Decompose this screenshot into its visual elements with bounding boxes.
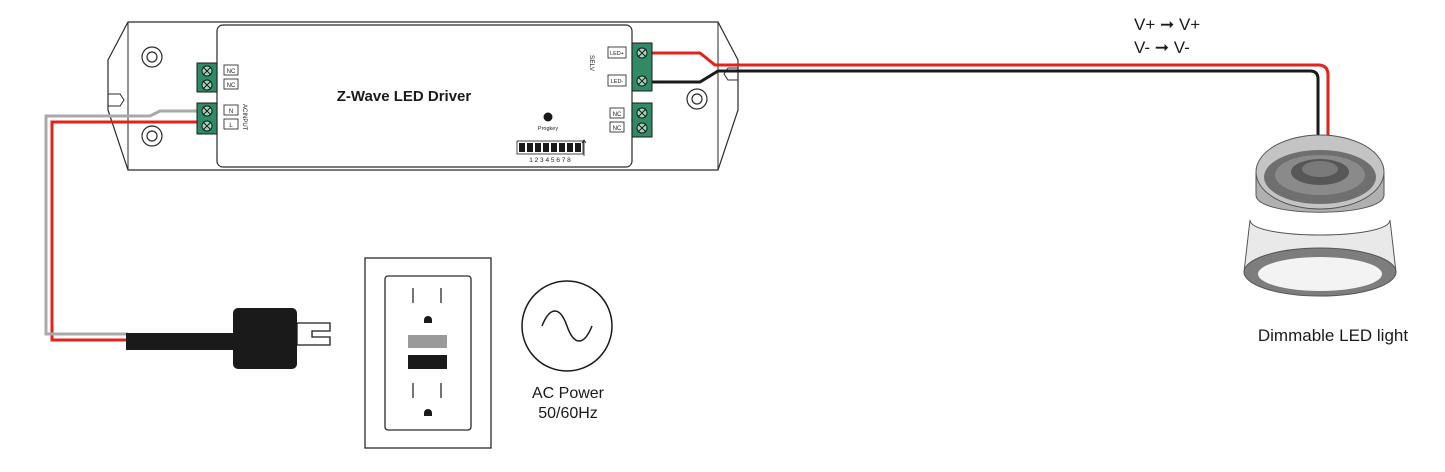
screw-icon bbox=[141, 125, 163, 147]
terminal-label-nc3: NC bbox=[613, 112, 622, 118]
screw-icon bbox=[141, 46, 163, 68]
ac-power-label: AC Power bbox=[532, 385, 605, 402]
left-terminal-block: NC NC N L ACINPUT bbox=[196, 62, 247, 135]
terminal-screw-icon bbox=[201, 65, 213, 77]
driver-panel bbox=[216, 24, 633, 168]
output-wires bbox=[650, 51, 1330, 140]
terminal-label-nc2: NC bbox=[227, 83, 236, 89]
led-light-label: Dimmable LED light bbox=[1258, 326, 1408, 345]
power-plug bbox=[126, 308, 331, 369]
screw-icon bbox=[686, 88, 708, 110]
ac-sine-icon bbox=[521, 280, 613, 372]
driver-housing bbox=[107, 21, 739, 171]
selv-label: SELV bbox=[588, 55, 595, 72]
terminal-screw-icon bbox=[201, 120, 213, 132]
dip-switch: 1 2 3 4 5 6 7 8 bbox=[516, 139, 587, 164]
terminal-label-n: N bbox=[229, 109, 233, 115]
ac-frequency-label: 50/60Hz bbox=[538, 405, 598, 422]
terminal-screw-icon bbox=[636, 122, 648, 134]
terminal-label-led-minus: LED- bbox=[611, 79, 624, 85]
terminal-screw-icon bbox=[201, 79, 213, 91]
v-plus-wire bbox=[650, 51, 1330, 140]
terminal-label-nc4: NC bbox=[613, 126, 622, 132]
ac-input-label: ACINPUT bbox=[241, 104, 247, 131]
right-terminal-block: LED+ LED- NC NC SELV bbox=[588, 42, 653, 138]
terminal-screw-icon bbox=[636, 107, 648, 119]
wall-outlet bbox=[364, 257, 492, 449]
led-light bbox=[1243, 134, 1397, 297]
terminal-screw-icon bbox=[201, 105, 213, 117]
terminal-screw-icon bbox=[636, 47, 648, 59]
v-plus-mapping: V+ ➞ V+ bbox=[1134, 15, 1200, 34]
terminal-screw-icon bbox=[636, 75, 648, 87]
live-wire bbox=[50, 120, 205, 342]
neutral-wire bbox=[44, 109, 205, 336]
terminal-label-l: L bbox=[229, 123, 233, 129]
v-minus-wire bbox=[650, 69, 1320, 140]
dip-numbers: 1 2 3 4 5 6 7 8 bbox=[529, 157, 571, 164]
driver-title: Z-Wave LED Driver bbox=[337, 88, 472, 105]
terminal-label-led-plus: LED+ bbox=[610, 51, 624, 57]
v-minus-mapping: V- ➞ V- bbox=[1134, 38, 1190, 57]
progkey-label: Progkey bbox=[538, 126, 558, 132]
ac-input-wires bbox=[44, 109, 205, 342]
progkey-button bbox=[543, 112, 553, 122]
terminal-label-nc1: NC bbox=[227, 69, 236, 75]
